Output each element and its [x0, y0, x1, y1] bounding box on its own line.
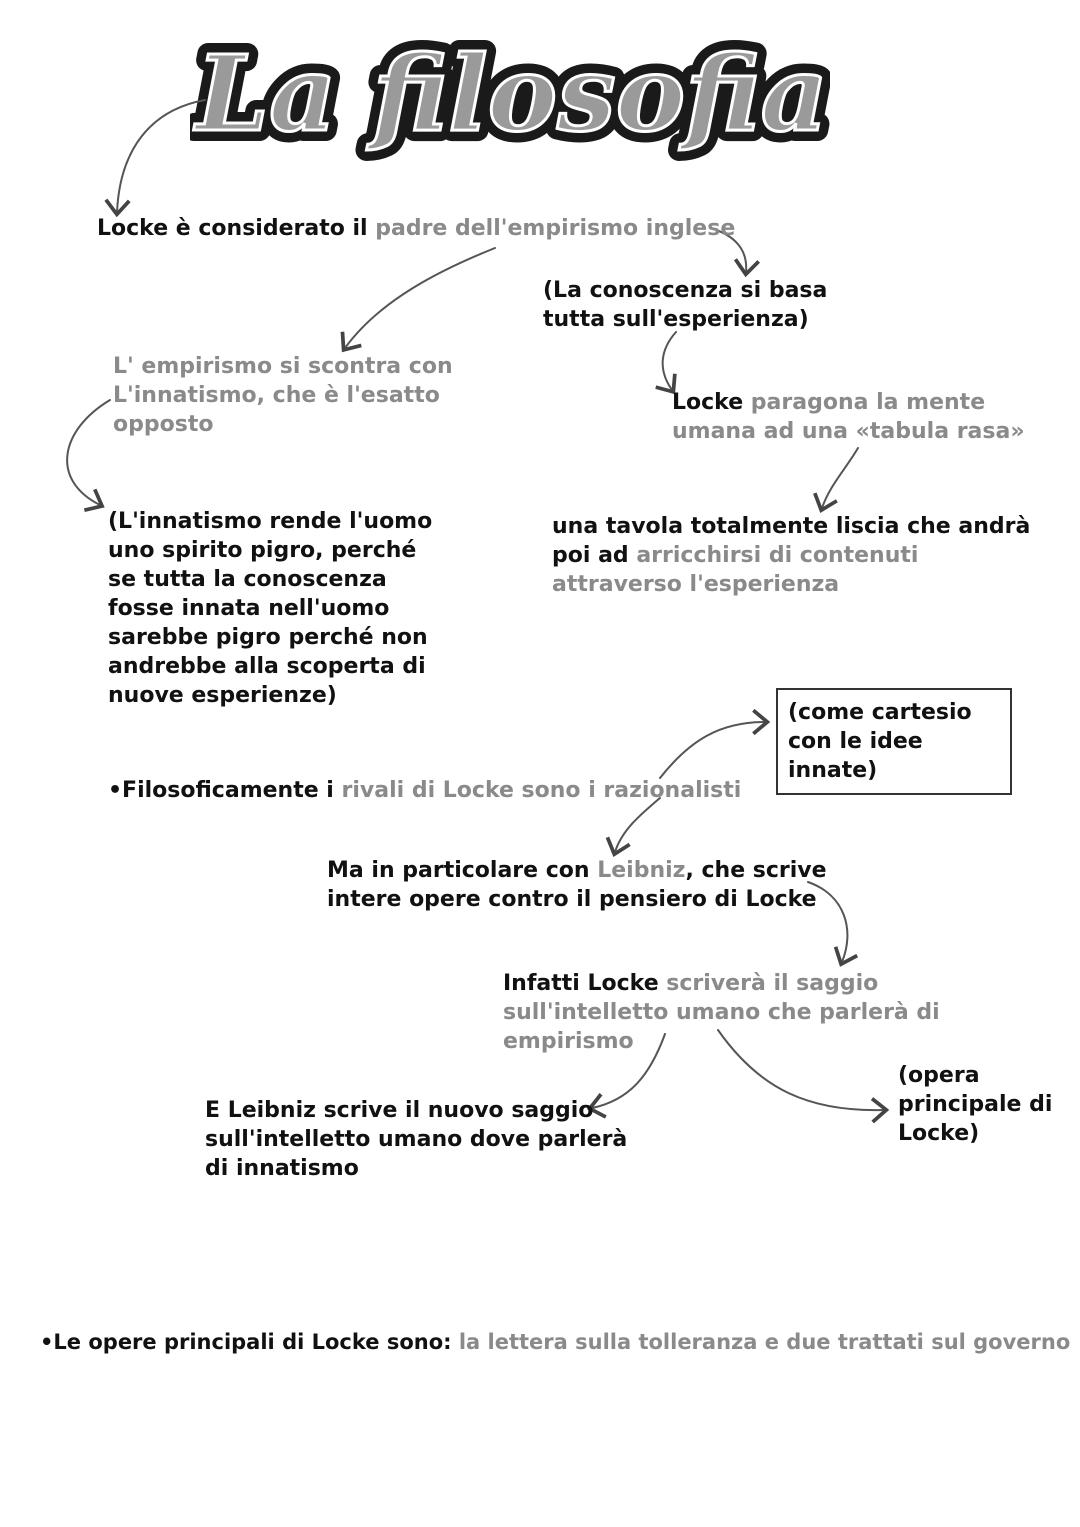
note-saggio-leibniz: E Leibniz scrive il nuovo saggio sull'in… — [205, 1098, 628, 1181]
arrow-conoscenza-to-locke — [655, 331, 677, 395]
arrow-tabula-to-tavola — [813, 447, 859, 513]
note-leibniz: Ma in particolare con Leibniz, che scriv… — [327, 858, 827, 912]
note-rivali-razionalisti: •Filosoficamente i rivali di Locke sono … — [108, 778, 742, 803]
note-opere-principali: •Le opere principali di Locke sono: la l… — [40, 1330, 1071, 1354]
note-cartesio-box: (come cartesio con le idee innate) — [776, 688, 1012, 795]
note-tabula-rasa: Locke paragona la mente umana ad una «ta… — [672, 390, 1025, 444]
arrow-razionalisti-to-cartesio — [659, 708, 771, 779]
arrow-empirismo-to-innatismo — [66, 399, 111, 513]
note-innatismo-pigro: (L'innatismo rende l'uomo uno spirito pi… — [108, 509, 433, 708]
note-locke-padre: Locke è considerato il padre dell'empiri… — [97, 216, 736, 241]
svg-text:La filosofia: La filosofia — [193, 32, 828, 155]
title-lettering: La filosofia La filosofia — [190, 21, 830, 166]
arrow-padre-to-empirismo — [340, 247, 496, 353]
note-empirismo-scontro: L' empirismo si scontra con L'innatismo,… — [113, 354, 453, 437]
arrow-razionalisti-to-leibniz — [605, 797, 661, 858]
title-text: La filosofia — [193, 32, 828, 155]
note-conoscenza: (La conoscenza si basa tutta sull'esperi… — [543, 278, 828, 332]
note-saggio-locke: Infatti Locke scriverà il saggio sull'in… — [503, 971, 940, 1054]
note-tavola-liscia: una tavola totalmente liscia che andrà p… — [552, 514, 1031, 597]
note-opera-principale: (opera principale di Locke) — [898, 1063, 1053, 1146]
